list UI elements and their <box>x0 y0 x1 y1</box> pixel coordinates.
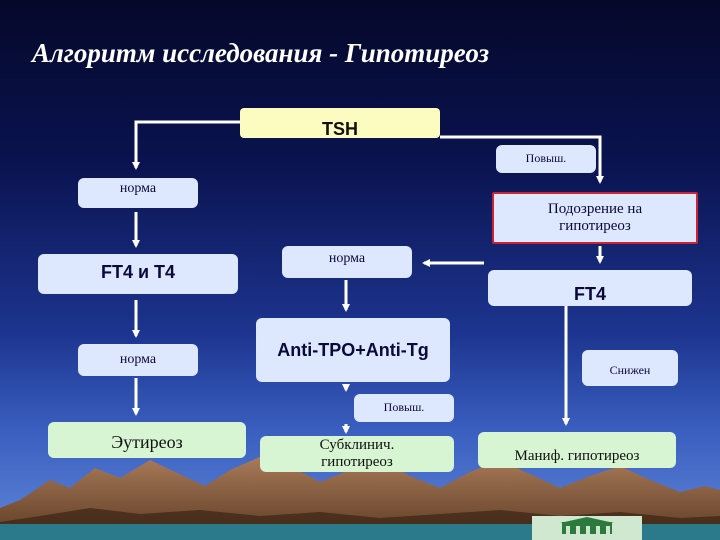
slide-title: Алгоритм исследования - Гипотиреоз <box>32 38 490 68</box>
suspicion-box: Подозрение на гипотиреоз <box>492 192 698 244</box>
antibodies-box: Anti-TPO+Anti-Tg <box>256 318 450 382</box>
ft4-t4-box: FT4 и Т4 <box>38 254 238 294</box>
ft4-t4-normal-box: норма <box>282 246 412 278</box>
tsh-elevated-box: Повыш. <box>496 145 596 173</box>
arrow-tsh-to-elevated <box>440 135 604 184</box>
ft4-normal-box: норма <box>78 344 198 376</box>
tsh-normal-box: норма <box>78 178 198 208</box>
tsh-box: TSH <box>240 108 440 139</box>
arrow-tsh-to-normal <box>132 120 240 170</box>
building-logo-icon <box>532 516 642 540</box>
euthyroid-box: Эутиреоз <box>48 422 246 458</box>
ft4-reduced-box: Снижен <box>582 350 678 386</box>
ft4-box: FT4 <box>488 270 692 306</box>
subclinical-box: Субклинич. гипотиреоз <box>260 436 454 472</box>
antibodies-elevated-box: Повыш. <box>354 394 454 422</box>
manifest-box: Маниф. гипотиреоз <box>478 432 676 468</box>
